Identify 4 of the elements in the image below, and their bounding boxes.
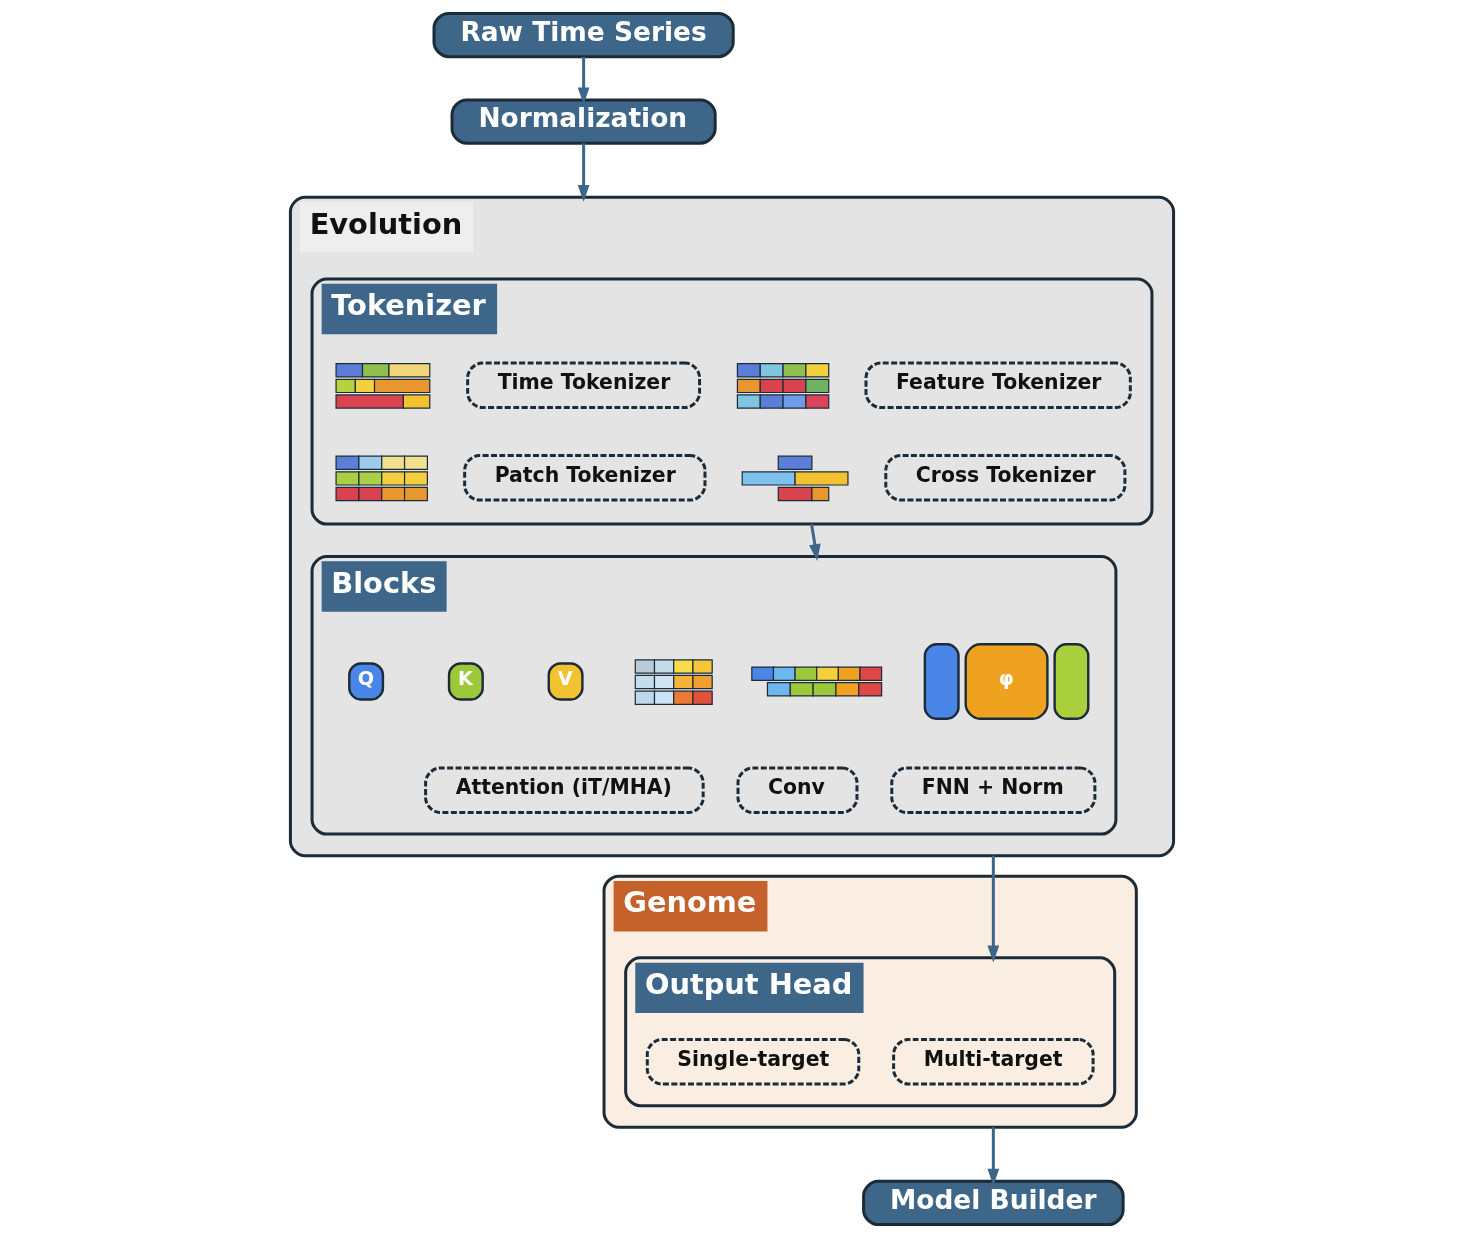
label: Q — [357, 666, 374, 690]
label: V — [557, 666, 573, 690]
label: φ — [998, 666, 1014, 690]
label: K — [457, 666, 473, 690]
